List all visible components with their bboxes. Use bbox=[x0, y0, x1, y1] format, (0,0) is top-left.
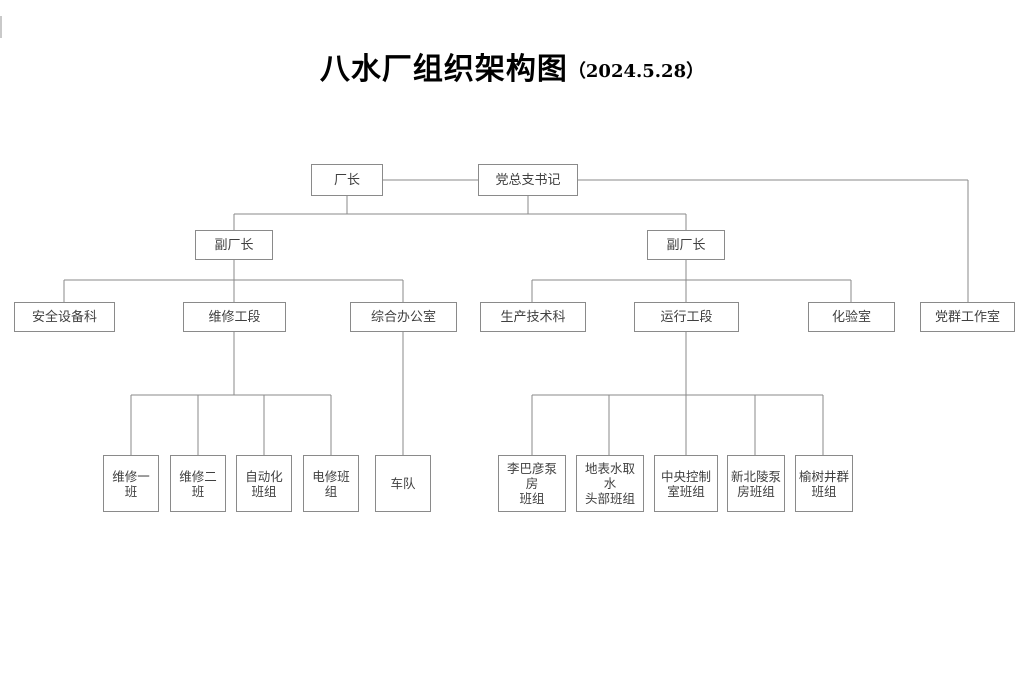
node-party-secretary-label: 党总支书记 bbox=[495, 172, 561, 188]
page-edge-artifact bbox=[0, 16, 2, 38]
title-date-text: （2024.5.28） bbox=[567, 61, 705, 82]
node-automation-team[interactable]: 自动化 班组 bbox=[236, 455, 292, 512]
node-surface-water-intake-team-label: 地表水取水 头部班组 bbox=[584, 461, 635, 506]
node-safety-equipment-dept-label: 安全设备科 bbox=[31, 309, 97, 325]
node-maintenance-team-2[interactable]: 维修二班 bbox=[170, 455, 226, 512]
node-operation-section[interactable]: 运行工段 bbox=[634, 302, 739, 332]
node-plant-director[interactable]: 厂长 bbox=[311, 164, 383, 196]
node-libayan-pumphouse-team-label: 李巴彦泵房 班组 bbox=[506, 461, 557, 506]
node-surface-water-intake-team[interactable]: 地表水取水 头部班组 bbox=[576, 455, 644, 512]
node-production-technology-dept-label: 生产技术科 bbox=[500, 309, 566, 325]
node-maintenance-section-label: 维修工段 bbox=[208, 309, 261, 325]
node-xinbeiling-pumphouse-team-label: 新北陵泵 房班组 bbox=[731, 468, 782, 499]
node-laboratory-label: 化验室 bbox=[831, 309, 871, 325]
node-maintenance-team-1[interactable]: 维修一班 bbox=[103, 455, 159, 512]
node-electrical-repair-team[interactable]: 电修班组 bbox=[303, 455, 359, 512]
node-general-office[interactable]: 综合办公室 bbox=[350, 302, 457, 332]
node-general-office-label: 综合办公室 bbox=[370, 309, 436, 325]
node-fleet-team-label: 车队 bbox=[390, 476, 416, 491]
node-deputy-director-right-label: 副厂长 bbox=[666, 237, 706, 253]
node-party-secretary[interactable]: 党总支书记 bbox=[478, 164, 578, 196]
node-operation-section-label: 运行工段 bbox=[660, 309, 713, 325]
node-deputy-director-right[interactable]: 副厂长 bbox=[647, 230, 725, 260]
node-xinbeiling-pumphouse-team[interactable]: 新北陵泵 房班组 bbox=[727, 455, 785, 512]
node-central-control-room-team[interactable]: 中央控制 室班组 bbox=[654, 455, 718, 512]
node-production-technology-dept[interactable]: 生产技术科 bbox=[480, 302, 586, 332]
node-party-mass-work-office[interactable]: 党群工作室 bbox=[920, 302, 1015, 332]
node-electrical-repair-team-label: 电修班组 bbox=[312, 468, 350, 499]
node-maintenance-team-1-label: 维修一班 bbox=[112, 468, 150, 499]
node-libayan-pumphouse-team[interactable]: 李巴彦泵房 班组 bbox=[498, 455, 566, 512]
title-main-text: 八水厂组织架构图 bbox=[319, 52, 568, 87]
node-laboratory[interactable]: 化验室 bbox=[808, 302, 895, 332]
node-central-control-room-team-label: 中央控制 室班组 bbox=[660, 468, 711, 499]
node-maintenance-team-2-label: 维修二班 bbox=[179, 468, 217, 499]
node-yushu-wellfield-team-label: 榆树井群 班组 bbox=[799, 468, 850, 499]
node-automation-team-label: 自动化 班组 bbox=[245, 468, 283, 499]
node-safety-equipment-dept[interactable]: 安全设备科 bbox=[14, 302, 115, 332]
node-maintenance-section[interactable]: 维修工段 bbox=[183, 302, 286, 332]
node-plant-director-label: 厂长 bbox=[333, 172, 360, 188]
node-deputy-director-left[interactable]: 副厂长 bbox=[195, 230, 273, 260]
page-title: 八水厂组织架构图（2024.5.28） bbox=[0, 44, 1024, 88]
node-deputy-director-left-label: 副厂长 bbox=[214, 237, 254, 253]
node-party-mass-work-office-label: 党群工作室 bbox=[934, 309, 1000, 325]
node-fleet-team[interactable]: 车队 bbox=[375, 455, 431, 512]
node-yushu-wellfield-team[interactable]: 榆树井群 班组 bbox=[795, 455, 853, 512]
